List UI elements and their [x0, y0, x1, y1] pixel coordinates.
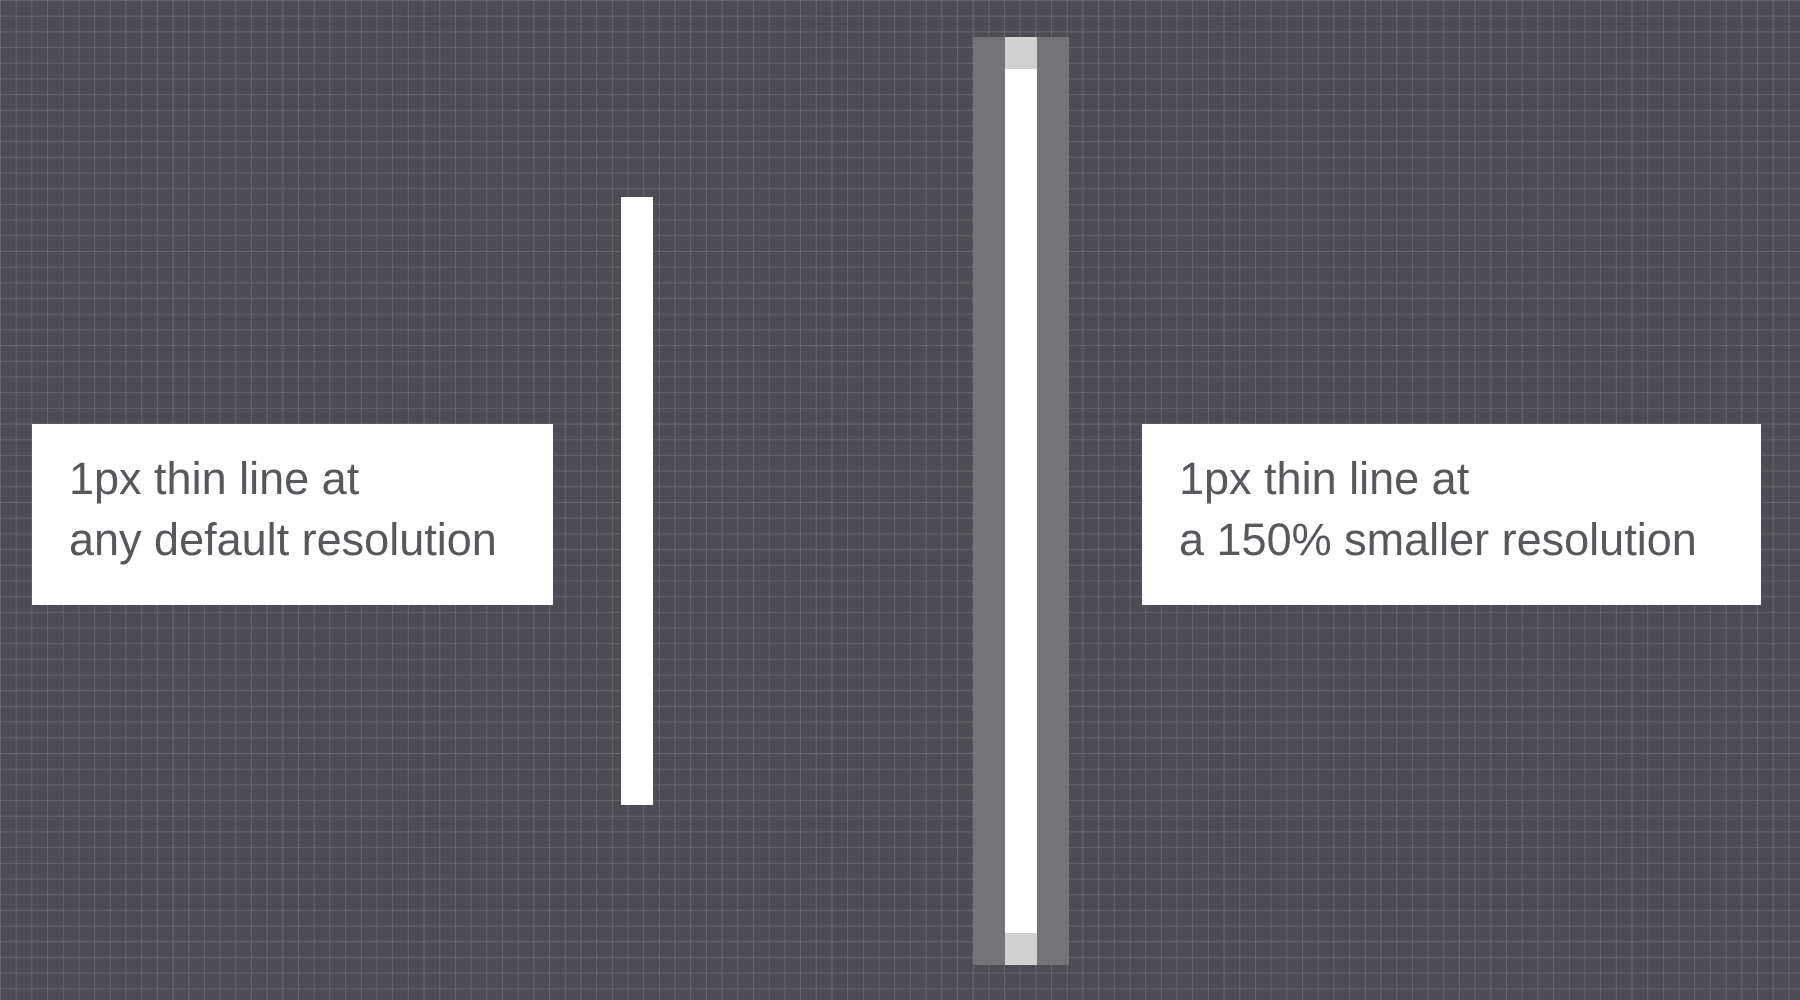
- label-default-line-2: any default resolution: [69, 514, 497, 565]
- label-default-resolution: 1px thin line at any default resolution: [32, 424, 553, 605]
- thin-line-scaled-top-cap: [1005, 37, 1037, 69]
- label-scaled-line-2: a 150% smaller resolution: [1179, 514, 1697, 565]
- thin-line-scaled: [1005, 69, 1037, 933]
- thin-line-default: [621, 197, 653, 805]
- thin-line-scaled-bottom-cap: [1005, 933, 1037, 965]
- label-default-line-1: 1px thin line at: [69, 453, 360, 504]
- label-scaled-resolution: 1px thin line at a 150% smaller resoluti…: [1142, 424, 1761, 605]
- label-scaled-line-1: 1px thin line at: [1179, 453, 1470, 504]
